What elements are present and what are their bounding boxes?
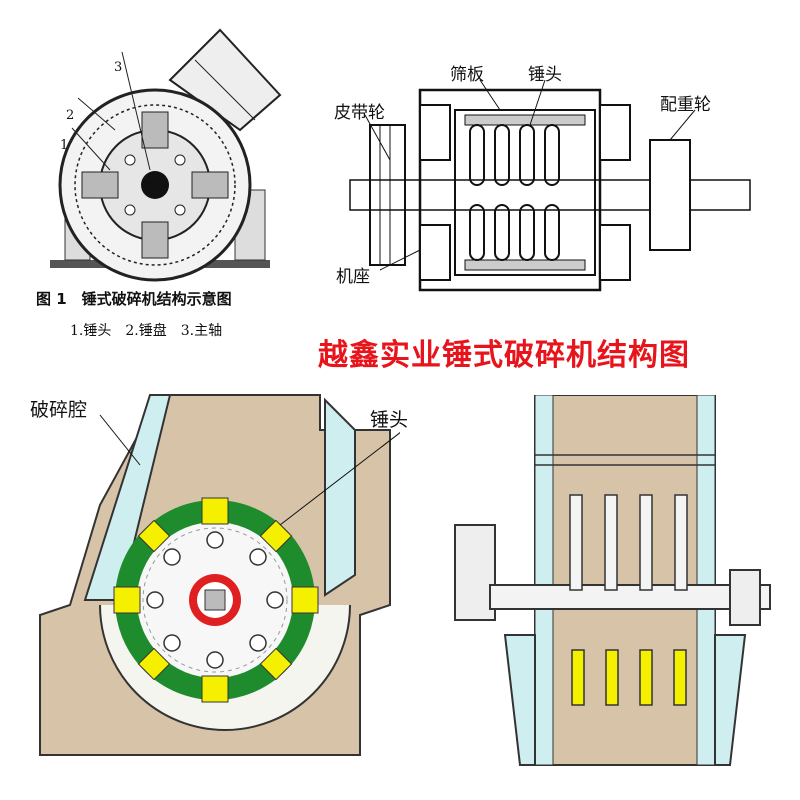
- label-machine-base: 机座: [336, 267, 370, 287]
- label-hammer-plan: 锤头: [528, 65, 562, 85]
- plan-view-drawing: [349, 79, 751, 292]
- figure1-panel: 1 2 3 图 1 锤式破碎机结构示意图 1.锤头 2.锤盘 3.主轴: [30, 20, 320, 360]
- callout-2: 2: [66, 108, 75, 123]
- figure1-caption: 图 1 锤式破碎机结构示意图: [36, 290, 232, 308]
- label-belt-wheel: 皮带轮: [334, 103, 385, 123]
- side-view-panel: [450, 395, 790, 785]
- callout-1: 1: [60, 138, 69, 153]
- figure1-drawing: [50, 28, 282, 282]
- figure1-legend: 1.锤头 2.锤盘 3.主轴: [70, 323, 223, 339]
- plan-view-panel: 皮带轮 筛板 锤头 配重轮 机座: [330, 50, 770, 310]
- cross-section-panel: 破碎腔 锤头: [30, 385, 408, 785]
- banner-title: 越鑫实业锤式破碎机结构图: [318, 338, 690, 373]
- callout-3: 3: [114, 60, 123, 75]
- label-screen-plate: 筛板: [450, 65, 484, 85]
- label-hammer-section: 锤头: [370, 409, 409, 431]
- side-view-drawing: [454, 395, 771, 766]
- cross-section-drawing: [39, 394, 400, 756]
- label-counterweight-wheel: 配重轮: [660, 95, 711, 115]
- label-crushing-chamber: 破碎腔: [30, 399, 88, 421]
